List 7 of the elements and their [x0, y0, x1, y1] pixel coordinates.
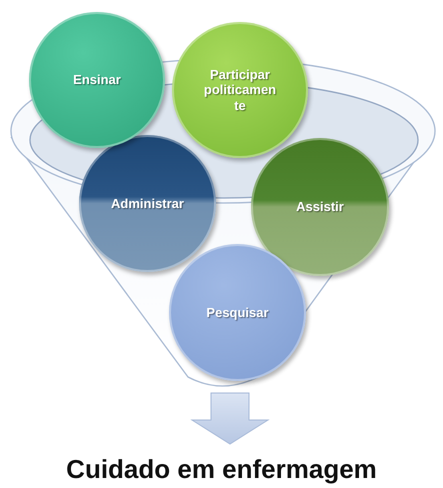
circle-label: Assistir: [295, 199, 345, 215]
result-text: Cuidado em enfermagem: [66, 454, 377, 484]
circle-label: Ensinar: [72, 72, 122, 88]
circle-label: Participar politicamen te: [202, 66, 278, 114]
block-arrow: [190, 392, 270, 445]
circle-label: Pesquisar: [205, 304, 270, 320]
circle-label: Administrar: [110, 196, 185, 212]
